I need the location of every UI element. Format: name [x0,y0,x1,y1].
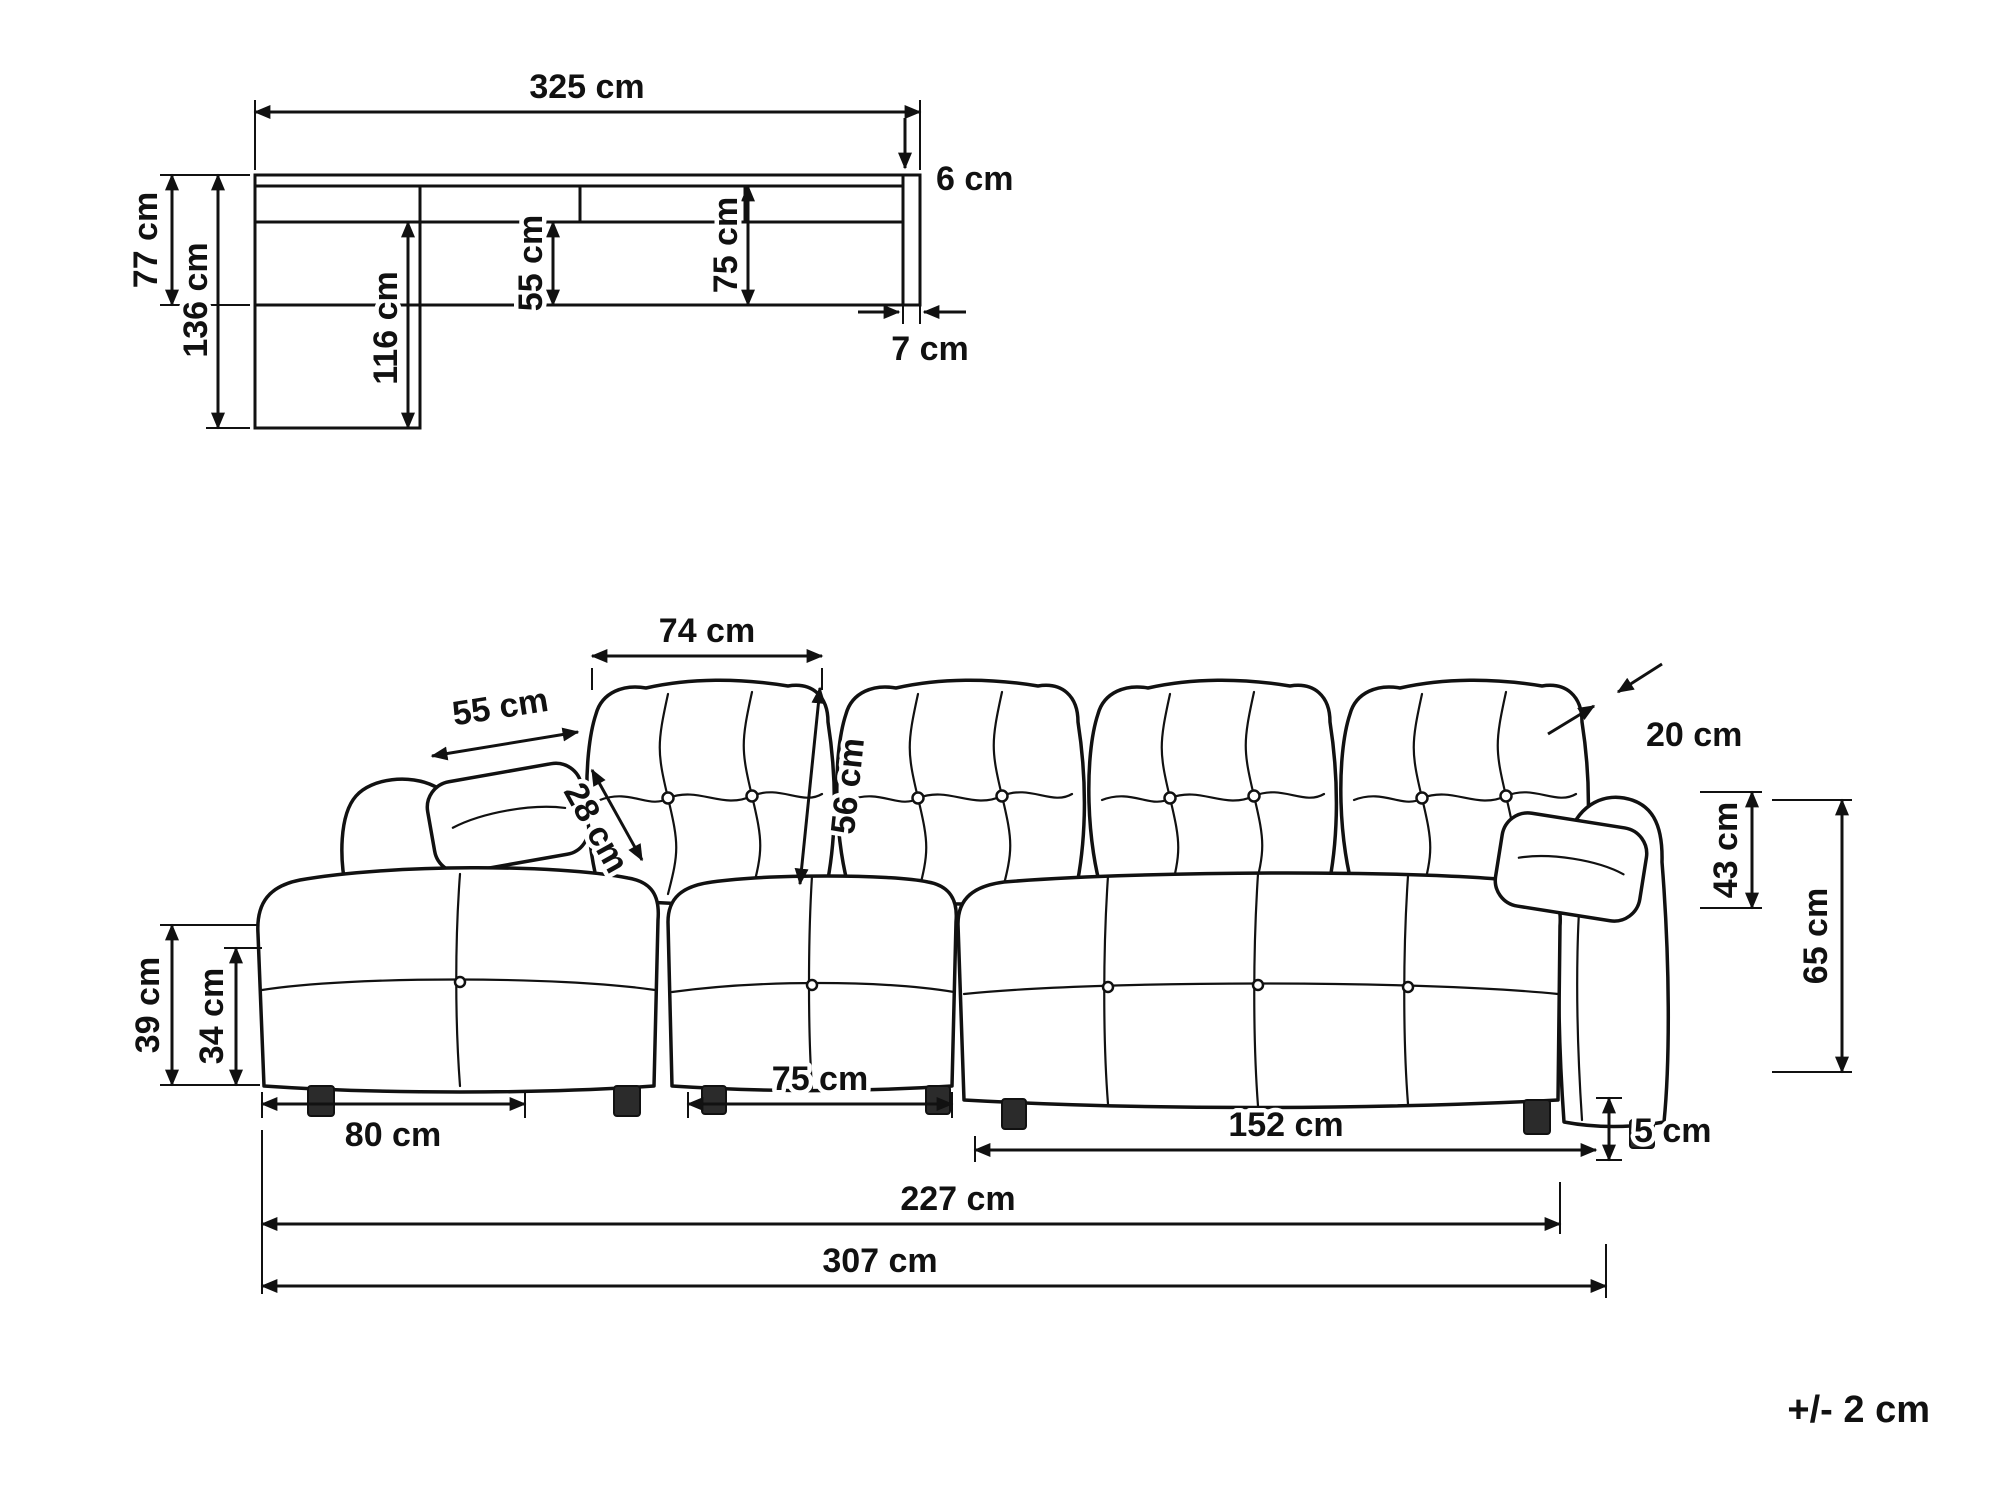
tuft-button [805,978,819,992]
tuft-button [661,791,675,805]
dim-label-chaise-depth-top: 136 cm [177,242,215,357]
dim-back-cushion-height: 56 cm [794,686,876,886]
dim-label-armrest-above-seat: 43 cm [1707,802,1745,898]
dim-label-total-width-front: 307 cm [822,1242,937,1280]
dim-back-cushion-thickness: 20 cm [1547,662,1747,759]
dim-chaise-length: 80 cm [260,1092,527,1159]
dim-label-chaise-height: 39 cm [129,957,167,1053]
dim-label-inner-width: 227 cm [900,1180,1015,1218]
dim-label-chaise-inner-depth-top: 116 cm [367,271,405,384]
right-seat [956,871,1562,1110]
dim-back-thickness: 6 cm [898,118,1018,203]
dim-chaise-inner-depth-top: 116 cm [363,220,415,430]
tuft-button [1101,980,1115,994]
tuft-button [911,791,925,805]
dim-back-cushion-width: 74 cm [590,608,824,690]
dim-label-back-cushion-thickness: 20 cm [1646,716,1742,754]
back-cushion-3 [1087,678,1339,906]
tuft-button [1401,980,1415,994]
left-arm-pillow [425,761,591,875]
back-cushion-2 [835,678,1087,906]
dim-label-back-thickness: 6 cm [936,160,1014,198]
dim-label-right-section-width: 152 cm [1228,1106,1343,1144]
dim-middle-seat-width: 75 cm [686,1056,954,1118]
sofa-leg [1523,1099,1551,1135]
dim-chaise-height: 39 cm [125,923,260,1087]
sofa-leg [613,1085,641,1117]
dim-inner-width: 227 cm [260,1130,1562,1294]
dim-label-leg-height: 5 cm [1634,1112,1712,1150]
sofa-leg [1001,1098,1027,1130]
tuft-button [453,975,467,989]
dim-total-width-top: 325 cm [253,64,922,170]
dim-label-seat-height: 34 cm [193,968,231,1064]
dim-label-total-width-top: 325 cm [529,68,644,106]
dim-label-back-cushion-width: 74 cm [659,612,755,650]
dim-leg-height: 5 cm [1596,1096,1716,1162]
sofa-leg [1629,1119,1655,1149]
dim-label-seat-inner-depth-top: 55 cm [512,215,550,311]
dim-label-armrest-height: 65 cm [1797,888,1835,984]
dim-armrest-above-seat: 43 cm [1700,790,1762,910]
dim-total-width-front: 307 cm [260,1238,1608,1298]
dim-seat-inner-depth-top: 55 cm [508,210,560,316]
dim-seat-depth-top: 77 cm [123,173,250,307]
dim-label-armrest-width-top: 7 cm [891,330,969,368]
plan-outline [253,173,922,430]
tuft-button [1247,789,1261,803]
dim-label-back-cushion-height: 56 cm [824,736,872,836]
chaise-seat [256,865,661,1094]
dim-backrest-to-front-top: 75 cm [703,184,755,307]
front-view: 74 cm 56 cm 55 cm 28 cm 20 cm 43 c [125,608,1852,1298]
dim-armrest-height: 65 cm [1772,798,1852,1074]
tuft-button [1415,791,1429,805]
tuft-button [995,789,1009,803]
dim-right-section-width: 152 cm [973,1102,1598,1162]
sofa-illustration [256,678,1671,1149]
dim-label-chaise-length: 80 cm [345,1116,441,1154]
sofa-leg [701,1085,727,1115]
tuft-button [1499,789,1513,803]
sofa-leg [307,1085,335,1117]
sofa-leg [925,1085,951,1115]
dim-armrest-width-top: 7 cm [858,305,973,373]
dim-label-backrest-to-front-top: 75 cm [707,197,745,293]
dim-seat-height: 34 cm [189,946,262,1087]
top-view: 325 cm 6 cm 77 cm 136 cm 116 cm 55 [123,64,1018,430]
tuft-button [1251,978,1265,992]
back-cushion-1 [585,678,837,906]
right-arm-pillow [1493,811,1649,923]
dim-chaise-depth-top: 136 cm [173,173,250,430]
dim-label-middle-seat-width: 75 cm [772,1060,868,1098]
dim-label-seat-depth-top: 77 cm [127,192,165,288]
middle-seat [666,874,959,1093]
tuft-button [745,789,759,803]
tuft-button [1163,791,1177,805]
tolerance-note: +/- 2 cm [1787,1389,1930,1431]
